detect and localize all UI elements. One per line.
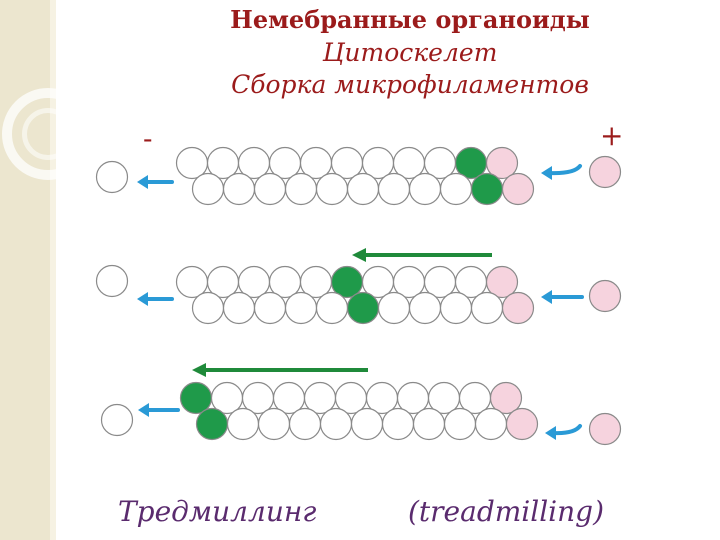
- filament-2-bottom-subunit: [222, 291, 256, 325]
- filament-3-bottom-subunit: [443, 407, 477, 441]
- plus-end-label: +: [600, 119, 624, 152]
- filament-shift-arrow-2: [352, 248, 492, 262]
- filament-1-bottom-subunit: [284, 172, 318, 206]
- minus-end-label: -: [143, 122, 153, 155]
- treadmilling-label-en: (treadmilling): [408, 495, 604, 528]
- decorative-ring: [2, 88, 94, 180]
- released-subunit-2: [95, 264, 129, 298]
- filament-1-bottom-subunit: [501, 172, 535, 206]
- filament-2-bottom-subunit: [191, 291, 225, 325]
- subunit-addition-arrow-1: [541, 164, 582, 180]
- subunit-release-arrow-3: [138, 403, 180, 417]
- subunit-release-arrow-2: [137, 292, 174, 306]
- filament-1-bottom-subunit: [439, 172, 473, 206]
- filament-2-bottom-subunit: [315, 291, 349, 325]
- incoming-subunit-1: [588, 155, 622, 189]
- filament-1-bottom-subunit: [222, 172, 256, 206]
- slide-title: Немебранные органоиды: [230, 5, 590, 34]
- treadmilling-label-ru: Тредмиллинг: [118, 495, 317, 528]
- filament-3-bottom-subunit: [195, 407, 229, 441]
- filament-2-bottom-subunit: [284, 291, 318, 325]
- filament-3-bottom-subunit: [505, 407, 539, 441]
- filament-2-bottom-subunit: [408, 291, 442, 325]
- filament-1-top-subunit: [485, 146, 519, 180]
- filament-3-bottom-subunit: [474, 407, 508, 441]
- filament-3-bottom-subunit: [381, 407, 415, 441]
- filament-1-bottom-subunit: [470, 172, 504, 206]
- filament-3-bottom-subunit: [319, 407, 353, 441]
- released-subunit-3: [100, 403, 134, 437]
- filament-1-bottom-subunit: [377, 172, 411, 206]
- filament-shift-arrow-3: [192, 363, 368, 377]
- filament-2-bottom-subunit: [439, 291, 473, 325]
- slide-side-bar-edge: [50, 0, 56, 540]
- filament-3-top-subunit: [489, 381, 523, 415]
- filament-1-bottom-subunit: [346, 172, 380, 206]
- filament-1-bottom-subunit: [253, 172, 287, 206]
- filament-2-bottom-subunit: [253, 291, 287, 325]
- filament-3-bottom-subunit: [257, 407, 291, 441]
- slide-heading: Сборка микрофиламентов: [231, 70, 589, 99]
- slide-subtitle: Цитоскелет: [322, 38, 498, 67]
- filament-1-bottom-subunit: [408, 172, 442, 206]
- subunit-addition-arrow-2: [541, 290, 584, 304]
- filament-1-bottom-subunit: [191, 172, 225, 206]
- released-subunit-1: [95, 160, 129, 194]
- filament-2-bottom-subunit: [377, 291, 411, 325]
- incoming-subunit-2: [588, 279, 622, 313]
- subunit-addition-arrow-3: [545, 424, 582, 440]
- filament-2-bottom-subunit: [470, 291, 504, 325]
- filament-1-bottom-subunit: [315, 172, 349, 206]
- filament-3-bottom-subunit: [412, 407, 446, 441]
- filament-3-bottom-subunit: [350, 407, 384, 441]
- filament-3-bottom-subunit: [288, 407, 322, 441]
- subunit-release-arrow-1: [137, 175, 174, 189]
- incoming-subunit-3: [588, 412, 622, 446]
- filament-2-bottom-subunit: [346, 291, 380, 325]
- filament-2-bottom-subunit: [501, 291, 535, 325]
- filament-2-top-subunit: [485, 265, 519, 299]
- filament-3-bottom-subunit: [226, 407, 260, 441]
- decorative-ring-inner: [22, 108, 74, 160]
